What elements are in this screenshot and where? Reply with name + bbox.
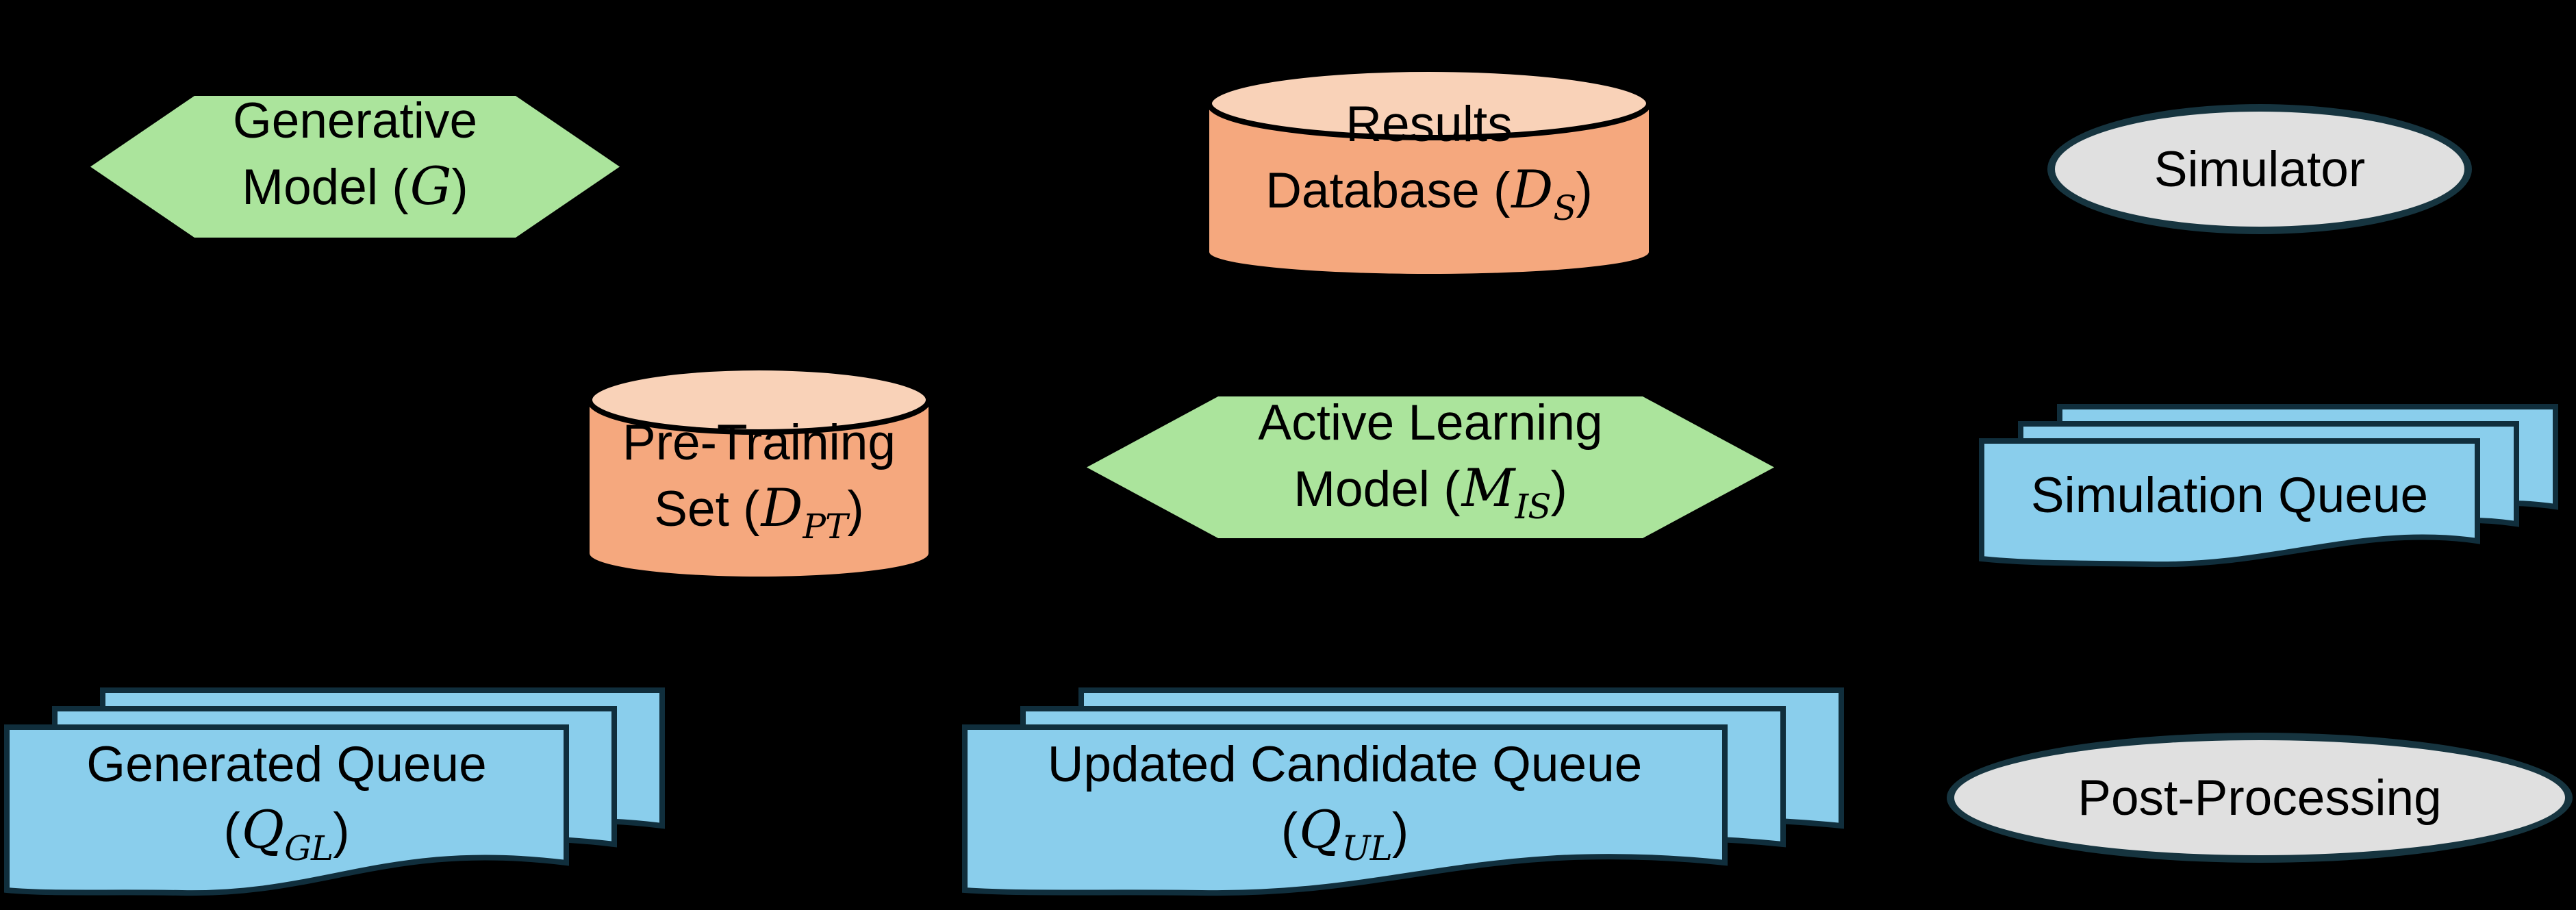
generative-model-label: Generative Model (G) <box>90 93 620 238</box>
math-subscript: IS <box>1515 486 1551 527</box>
label-line-1: Generative <box>232 92 478 149</box>
label-line-2: Model (MIS) <box>1293 455 1567 540</box>
math-symbol: G <box>409 155 452 216</box>
pre-training-set-label: Pre-Training Set (DPT) <box>587 364 931 579</box>
label-text: Database ( <box>1265 163 1511 218</box>
label-text: ( <box>1280 802 1298 859</box>
queue-document-front <box>1979 438 2480 568</box>
label-line-1: Updated Candidate Queue <box>1047 736 1643 792</box>
label-line-1: Active Learning <box>1258 394 1603 451</box>
label-text: Model ( <box>1293 461 1461 517</box>
label-text: Model ( <box>242 159 409 215</box>
label-line-2: Model (G) <box>242 153 468 238</box>
ellipse-graphic <box>2047 104 2472 234</box>
hexagon-graphic <box>1087 396 1774 538</box>
math-symbol: D <box>1511 159 1554 220</box>
updated-candidate-queue-label: Updated Candidate Queue (QUL) <box>962 724 1728 897</box>
node-results-database: Results Database (DS) <box>1207 66 1652 278</box>
label-line-2: (QUL) <box>1281 797 1409 881</box>
label-line-1: Generated Queue <box>86 736 487 792</box>
node-active-learning-model: Active Learning Model (MIS) <box>1087 395 1774 540</box>
queue-document-front <box>962 724 1728 896</box>
label-line-1: Post-Processing <box>2078 770 2442 826</box>
cylinder-graphic <box>587 365 931 577</box>
node-generated-queue: Generated Queue (QGL) <box>4 687 665 897</box>
node-simulator: Simulator <box>2047 104 2472 234</box>
label-text: ) <box>847 481 864 537</box>
math-subscript: S <box>1553 188 1576 228</box>
label-text: Set ( <box>654 481 760 537</box>
ellipse-graphic <box>1947 733 2573 863</box>
hexagon-graphic <box>90 96 620 238</box>
node-updated-candidate-queue: Updated Candidate Queue (QUL) <box>962 687 1844 897</box>
label-line-2: (QGL) <box>223 797 349 881</box>
label-text: ( <box>223 802 240 859</box>
label-line-1: Pre-Training <box>622 414 896 470</box>
label-text: ) <box>1550 461 1567 517</box>
label-text: ) <box>333 802 350 859</box>
math-symbol: M <box>1461 457 1515 518</box>
math-subscript: GL <box>284 828 333 868</box>
node-pre-training-set: Pre-Training Set (DPT) <box>587 364 931 579</box>
results-database-label: Results Database (DS) <box>1207 66 1652 278</box>
post-processing-label: Post-Processing <box>1947 733 2573 863</box>
simulation-queue-label: Simulation Queue <box>1979 438 2480 568</box>
active-learning-model-label: Active Learning Model (MIS) <box>1087 395 1774 540</box>
math-subscript: UL <box>1341 828 1392 868</box>
label-line-2: Set (DPT) <box>654 475 863 559</box>
label-text: ) <box>451 159 468 215</box>
label-line-1: Simulator <box>2154 141 2366 197</box>
generated-queue-label: Generated Queue (QGL) <box>4 724 569 897</box>
math-symbol: Q <box>1299 798 1342 860</box>
node-generative-model: Generative Model (G) <box>90 93 620 238</box>
label-text: ) <box>1576 163 1593 218</box>
math-symbol: Q <box>241 798 285 860</box>
label-text: ) <box>1391 802 1409 859</box>
queue-document-front <box>4 724 569 896</box>
label-line-2: Database (DS) <box>1265 157 1593 241</box>
simulator-label: Simulator <box>2047 104 2472 234</box>
label-line-1: Results <box>1346 97 1513 152</box>
node-post-processing: Post-Processing <box>1947 733 2573 863</box>
cylinder-graphic <box>1207 66 1652 274</box>
math-subscript: PT <box>803 506 848 546</box>
math-symbol: D <box>761 477 803 538</box>
label-line-1: Simulation Queue <box>2030 467 2429 523</box>
node-simulation-queue: Simulation Queue <box>1979 404 2558 568</box>
